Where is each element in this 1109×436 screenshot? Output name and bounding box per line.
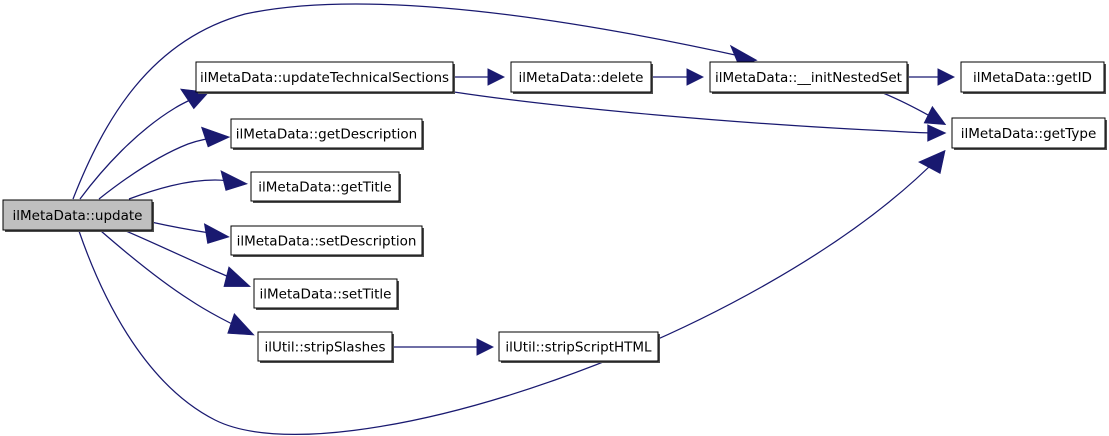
arrow-head-icon xyxy=(200,126,231,148)
graph-node-updateTechnicalSections[interactable]: ilMetaData::updateTechnicalSections xyxy=(195,61,455,94)
edge-update-to-getTitle xyxy=(128,170,249,200)
node-label: ilMetaData::getType xyxy=(961,126,1097,142)
node-box[interactable] xyxy=(195,61,454,93)
arrow-head-icon xyxy=(937,68,956,86)
graph-node-getTitle[interactable]: ilMetaData::getTitle xyxy=(250,171,401,203)
arrow-head-icon xyxy=(487,68,506,86)
graph-node-stripSlashes[interactable]: ilUtil::stripSlashes xyxy=(257,331,394,363)
node-box[interactable] xyxy=(510,61,652,93)
edge-line xyxy=(453,91,937,134)
graph-node-update[interactable]: ilMetaData::update xyxy=(2,199,154,232)
nodes-layer: ilMetaData::update ilMetaData::updateTech… xyxy=(2,61,1107,363)
arrow-head-icon xyxy=(927,124,947,142)
node-label: ilUtil::stripScriptHTML xyxy=(505,340,652,356)
arrow-head-icon xyxy=(223,266,252,287)
edge-update-to-setDescription xyxy=(150,221,230,244)
edge-line xyxy=(72,3,750,200)
node-label: ilMetaData::getTitle xyxy=(258,180,391,196)
node-label: ilMetaData::updateTechnicalSections xyxy=(200,70,449,86)
edge-update-to-stripSlashes xyxy=(100,230,255,336)
edge-line xyxy=(78,155,941,435)
node-label: ilMetaData::setTitle xyxy=(260,287,392,303)
graph-node-stripScriptHTML[interactable]: ilUtil::stripScriptHTML xyxy=(498,331,660,363)
node-label: ilMetaData::getDescription xyxy=(236,127,417,143)
node-box[interactable] xyxy=(951,117,1106,149)
edge-initNestedSet-to-getType xyxy=(882,92,947,125)
graph-node-getID[interactable]: ilMetaData::getID xyxy=(960,61,1106,94)
node-box[interactable] xyxy=(709,61,908,93)
graph-node-initNestedSet[interactable]: ilMetaData::__initNestedSet xyxy=(709,61,909,94)
edge-line xyxy=(125,230,243,284)
edge-updateTechnicalSections-to-getType xyxy=(453,91,947,142)
edge-update-to-getType xyxy=(78,149,946,435)
arrow-head-icon xyxy=(203,223,230,244)
node-box[interactable] xyxy=(250,171,400,202)
node-label: ilMetaData::setDescription xyxy=(237,234,417,250)
graph-node-getType[interactable]: ilMetaData::getType xyxy=(951,117,1107,150)
arrow-head-icon xyxy=(923,105,947,125)
arrow-head-icon xyxy=(918,149,946,175)
node-box[interactable] xyxy=(960,61,1105,93)
node-box[interactable] xyxy=(498,331,659,362)
node-box[interactable] xyxy=(230,118,423,149)
arrow-head-icon xyxy=(220,170,249,191)
arrow-head-icon xyxy=(227,313,255,336)
arrow-head-icon xyxy=(686,68,705,86)
node-label: ilMetaData::__initNestedSet xyxy=(715,70,902,86)
edge-update-to-getDescription xyxy=(98,126,231,200)
graph-node-setDescription[interactable]: ilMetaData::setDescription xyxy=(230,225,424,257)
edge-stripSlashes-to-stripScriptHTML xyxy=(393,338,495,356)
edge-line xyxy=(98,136,222,200)
node-label: ilMetaData::update xyxy=(13,208,143,224)
graph-node-delete[interactable]: ilMetaData::delete xyxy=(510,61,653,94)
node-box[interactable] xyxy=(253,278,398,309)
edge-update-to-setTitle xyxy=(125,230,252,287)
graph-node-setTitle[interactable]: ilMetaData::setTitle xyxy=(253,278,399,310)
edge-updateTechnicalSections-to-delete xyxy=(454,68,506,86)
node-box[interactable] xyxy=(257,331,393,362)
node-label: ilMetaData::getID xyxy=(973,70,1092,86)
edge-line xyxy=(128,179,240,200)
node-box[interactable] xyxy=(230,225,423,256)
graph-node-getDescription[interactable]: ilMetaData::getDescription xyxy=(230,118,424,150)
edge-line xyxy=(100,230,247,332)
edge-initNestedSet-to-getID xyxy=(908,68,956,86)
node-box[interactable] xyxy=(2,199,153,231)
node-label: ilMetaData::delete xyxy=(519,70,644,86)
edge-delete-to-initNestedSet xyxy=(652,68,705,86)
edge-update-to-initNestedSet xyxy=(72,3,758,200)
arrow-head-icon xyxy=(476,338,495,356)
node-label: ilUtil::stripSlashes xyxy=(265,340,386,356)
